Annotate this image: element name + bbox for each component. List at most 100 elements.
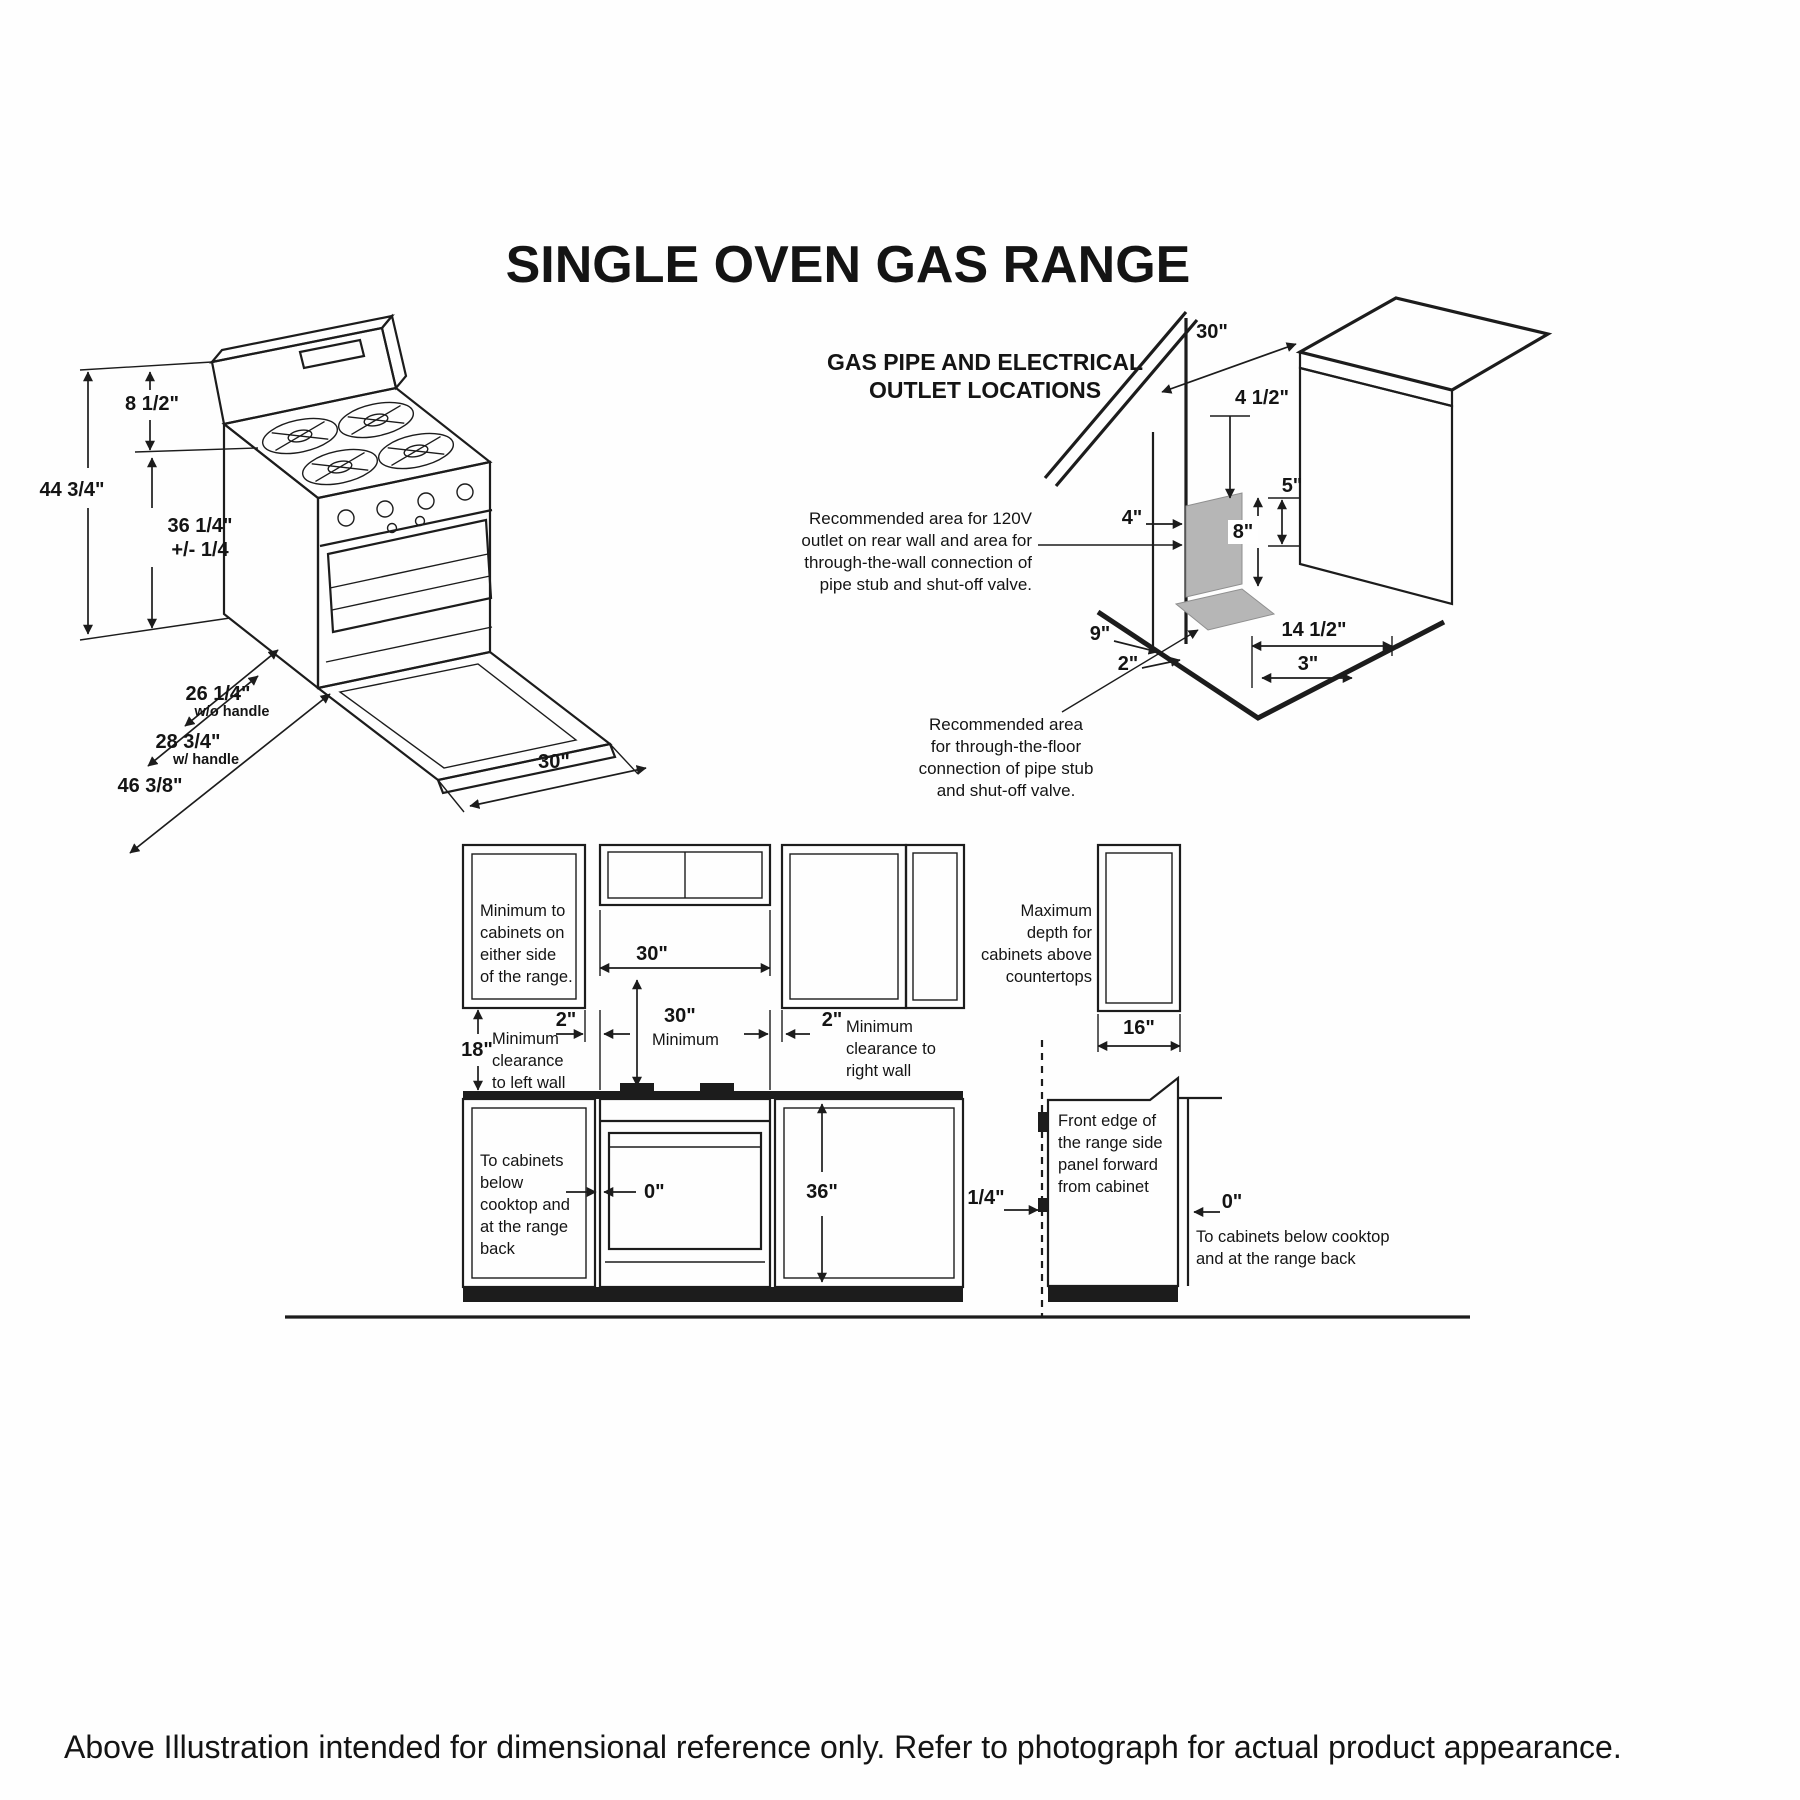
svg-text:to left wall: to left wall xyxy=(492,1074,565,1092)
cooktop-surface xyxy=(221,386,493,500)
burner-mark xyxy=(620,1083,654,1091)
page-title: SINGLE OVEN GAS RANGE xyxy=(506,236,1191,294)
wall-outlet-note: Recommended area for 120V outlet on rear… xyxy=(801,509,1032,594)
isometric-range-figure xyxy=(209,313,617,795)
gas-dim-9: 9" xyxy=(1090,623,1111,645)
handle-mark xyxy=(1038,1112,1048,1132)
svg-text:Minimum: Minimum xyxy=(846,1018,913,1036)
svg-text:Minimum to: Minimum to xyxy=(480,902,565,920)
control-display xyxy=(298,338,366,370)
dim-cooktop-height-tolerance: +/- 1/4 xyxy=(171,539,229,561)
range-front-view xyxy=(598,1097,772,1289)
front-edge-note: Front edge of the range side panel forwa… xyxy=(1058,1112,1163,1196)
svg-text:Minimum: Minimum xyxy=(492,1030,559,1048)
svg-text:right wall: right wall xyxy=(846,1062,911,1080)
upper-middle-cabinet xyxy=(598,843,772,907)
dim-backsplash-height: 8 1/2" xyxy=(125,393,179,415)
svg-text:cabinets above: cabinets above xyxy=(981,946,1092,964)
upper-right-cabinet xyxy=(780,843,908,1010)
right-counter xyxy=(1295,296,1553,606)
svg-text:from cabinet: from cabinet xyxy=(1058,1178,1149,1196)
svg-text:Maximum: Maximum xyxy=(1020,902,1092,920)
oven-cavity xyxy=(326,518,493,634)
dim-2-right: 2" xyxy=(822,1009,843,1031)
range-left-panel xyxy=(222,421,320,691)
svg-text:either side: either side xyxy=(480,946,556,964)
control-knob xyxy=(456,483,474,501)
upper-left-cabinet xyxy=(461,843,587,1010)
dim-2-left: 2" xyxy=(556,1009,577,1031)
dim-30-top: 30" xyxy=(636,943,668,965)
svg-text:panel forward: panel forward xyxy=(1058,1156,1158,1174)
svg-text:Front edge of: Front edge of xyxy=(1058,1112,1157,1130)
clearance-elevation-front: Minimum to cabinets on either side of th… xyxy=(461,843,966,1302)
right-wall-clearance-note: Minimum clearance to right wall xyxy=(846,1018,936,1080)
left-base-cabinet xyxy=(461,1097,597,1289)
dim-36: 36" xyxy=(806,1181,838,1203)
dim-0-left: 0" xyxy=(644,1181,665,1203)
svg-text:and at the range back: and at the range back xyxy=(1196,1250,1356,1268)
below-cooktop-note-right: To cabinets below cooktop and at the ran… xyxy=(1196,1228,1390,1268)
control-knob xyxy=(417,492,435,510)
left-wall-clearance-note: Minimum clearance to left wall xyxy=(492,1030,565,1092)
wall-note-line1: Recommended area for 120V xyxy=(809,509,1033,528)
dim-16: 16" xyxy=(1123,1017,1155,1039)
gas-heading-line2: OUTLET LOCATIONS xyxy=(869,377,1101,403)
floor-connection-note: Recommended area for through-the-floor c… xyxy=(919,715,1094,800)
floor-edge xyxy=(1096,609,1446,721)
wall-note-line2: outlet on rear wall and area for xyxy=(801,531,1032,550)
floor-note-line1: Recommended area xyxy=(929,715,1084,734)
oven-door-front xyxy=(607,1131,763,1251)
gas-dim-8: 8" xyxy=(1233,521,1254,543)
dim-depth-wo-handle: 26 1/4" xyxy=(185,683,250,705)
countertop xyxy=(463,1091,963,1099)
control-knob xyxy=(376,500,394,518)
dim-30-min-label: Minimum xyxy=(652,1031,719,1049)
svg-text:clearance: clearance xyxy=(492,1052,564,1070)
gas-dim-width: 30" xyxy=(1196,321,1228,343)
gas-heading-line1: GAS PIPE AND ELECTRICAL xyxy=(827,349,1143,375)
min-side-clearance-note: Minimum to cabinets on either side of th… xyxy=(480,902,573,986)
dim-depth-w-handle: 28 3/4" xyxy=(155,731,220,753)
backsplash xyxy=(210,326,398,426)
control-knob xyxy=(337,509,355,527)
wall-note-line3: through-the-wall connection of xyxy=(804,553,1032,572)
dim-2-line xyxy=(1141,657,1181,669)
clearance-elevation-side: Maximum depth for cabinets above counter… xyxy=(967,843,1390,1316)
burner-icon xyxy=(301,448,379,486)
burner-mark xyxy=(700,1083,734,1091)
dim-width-line xyxy=(469,765,647,809)
floor-note-leader xyxy=(1061,629,1199,713)
burner-icon xyxy=(261,417,339,455)
gas-pipe-diagram: GAS PIPE AND ELECTRICAL OUTLET LOCATIONS… xyxy=(801,296,1553,800)
svg-text:cooktop and: cooktop and xyxy=(480,1196,570,1214)
footer-disclaimer: Above Illustration intended for dimensio… xyxy=(64,1729,1622,1765)
dim-cooktop-height: 36 1/4" xyxy=(167,515,232,537)
svg-text:To cabinets below cooktop: To cabinets below cooktop xyxy=(1196,1228,1390,1246)
upper-cabinet-side xyxy=(1096,843,1182,1013)
svg-text:cabinets on: cabinets on xyxy=(480,924,564,942)
dim-9-line xyxy=(1113,640,1159,655)
burner-icon xyxy=(377,432,455,470)
gas-dim-4: 4" xyxy=(1122,507,1143,529)
toe-kick-side xyxy=(1048,1287,1178,1302)
oven-rack xyxy=(331,575,491,611)
gas-dim-5: 5" xyxy=(1282,475,1303,497)
svg-text:the range side: the range side xyxy=(1058,1134,1163,1152)
handle-mark xyxy=(1038,1198,1048,1212)
dim-30-line xyxy=(1161,342,1297,394)
dim-overall-depth: 46 3/8" xyxy=(117,775,182,797)
right-base-cabinet xyxy=(773,1097,965,1289)
left-wall-edge xyxy=(1043,310,1188,480)
toe-kick xyxy=(463,1287,963,1302)
floor-connection-area xyxy=(1174,588,1276,631)
gas-dim-14-5: 14 1/2" xyxy=(1281,619,1346,641)
svg-text:of the range.: of the range. xyxy=(480,968,573,986)
dim-overall-height: 44 3/4" xyxy=(39,479,104,501)
wall-note-line4: pipe stub and shut-off valve. xyxy=(820,575,1032,594)
dim-0-right: 0" xyxy=(1222,1191,1243,1213)
svg-text:clearance to: clearance to xyxy=(846,1040,936,1058)
floor-note-line3: connection of pipe stub xyxy=(919,759,1094,778)
oven-rack xyxy=(329,553,489,589)
